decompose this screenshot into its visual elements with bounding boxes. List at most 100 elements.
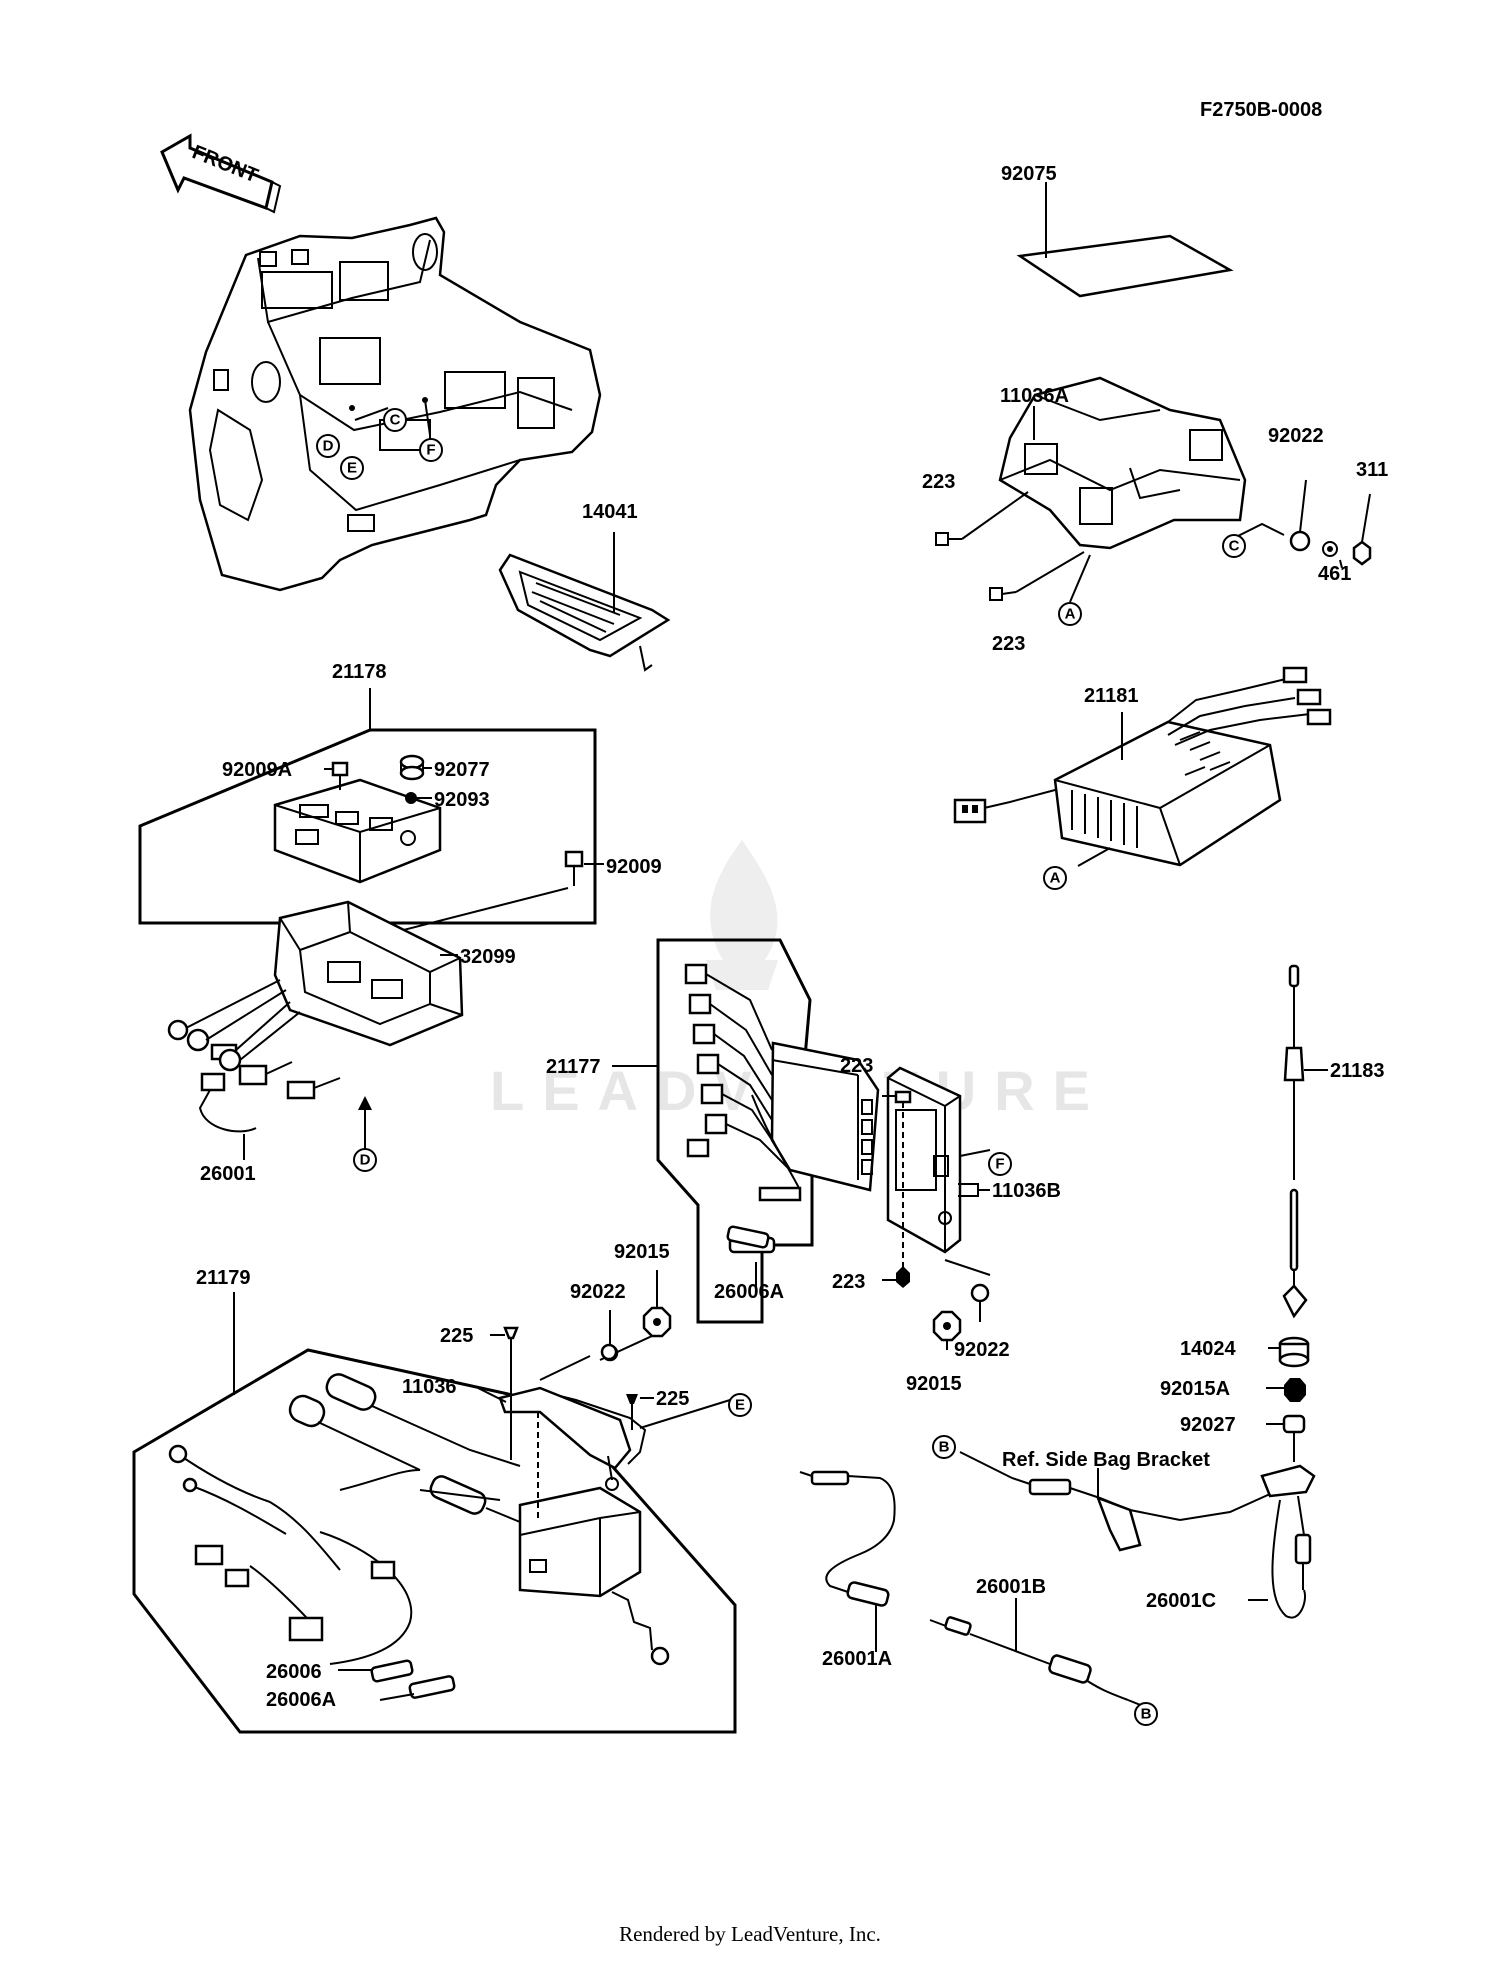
label-92015-lower: 92015 <box>906 1373 962 1395</box>
screw-223-bottom-part <box>989 551 1085 601</box>
washer-92022-mid-part <box>970 1283 990 1303</box>
fuse-block-21177-part <box>684 963 880 1202</box>
fuse-26006-part <box>370 1659 414 1683</box>
svg-text:D: D <box>323 438 334 455</box>
svg-text:E: E <box>735 1397 745 1414</box>
nut-311-part <box>1352 540 1372 566</box>
label-92015-upper: 92015 <box>614 1241 670 1263</box>
label-92009a: 92009A <box>222 759 292 781</box>
front-arrow-icon: FRONT <box>160 133 282 214</box>
cable-26001a-part <box>799 1470 896 1607</box>
label-26001: 26001 <box>200 1163 256 1185</box>
label-26001a: 26001A <box>822 1648 892 1670</box>
harness-21179-part <box>168 1373 670 1666</box>
label-225-right: 225 <box>656 1388 689 1410</box>
label-ref-side-bag: Ref. Side Bag Bracket <box>1002 1449 1210 1471</box>
label-11036: 11036 <box>402 1376 457 1398</box>
marker-d-fairing: D <box>316 434 340 458</box>
kit-21177-outline <box>656 938 814 1324</box>
radio-unit-21181-part <box>953 666 1332 867</box>
label-92077: 92077 <box>434 759 490 781</box>
marker-c-bracket: C <box>1222 534 1246 558</box>
marker-a-unit: A <box>1043 866 1067 890</box>
label-21177: 21177 <box>546 1056 601 1078</box>
label-225-left: 225 <box>440 1325 473 1347</box>
svg-text:E: E <box>347 460 357 477</box>
grommet-92093-part <box>405 792 417 804</box>
label-21178: 21178 <box>332 661 387 683</box>
marker-f-fairing: F <box>419 438 443 462</box>
screw-223-mid-bottom-part <box>896 1266 910 1288</box>
label-26006: 26006 <box>266 1661 322 1683</box>
pad-92075-part <box>1016 234 1234 298</box>
marker-b-side-bag: B <box>932 1435 956 1459</box>
label-21181: 21181 <box>1084 685 1139 707</box>
bracket-11036-part <box>498 1386 647 1491</box>
svg-text:C: C <box>390 412 401 429</box>
label-21179: 21179 <box>196 1267 251 1289</box>
bracket-11036b-part <box>886 1066 962 1254</box>
switch-box-21178-part <box>273 778 442 884</box>
marker-d-tray: D <box>353 1148 377 1172</box>
cable-26001c-part <box>1179 1464 1316 1619</box>
flame-watermark-icon <box>706 840 778 990</box>
washer-92022-part <box>1289 530 1311 552</box>
label-223-upper: 223 <box>922 471 955 493</box>
label-92009: 92009 <box>606 856 662 878</box>
label-26006a-lower: 26006A <box>266 1689 336 1711</box>
screw-223-top-part <box>935 491 1029 546</box>
svg-text:A: A <box>1065 606 1076 623</box>
label-26001c: 26001C <box>1146 1590 1216 1612</box>
label-92015a: 92015A <box>1160 1378 1230 1400</box>
label-26006a-mid: 26006A <box>714 1281 784 1303</box>
marker-e-fairing: E <box>340 456 364 480</box>
screw-225-left-part <box>503 1326 519 1340</box>
label-223-mid-bottom: 223 <box>832 1271 865 1293</box>
footer-credit: Rendered by LeadVenture, Inc. <box>619 1922 881 1946</box>
connectors-32099-part <box>167 979 341 1100</box>
label-26001b: 26001B <box>976 1576 1046 1598</box>
inner-fairing-part <box>188 216 602 592</box>
tray-32099-part <box>273 900 464 1047</box>
svg-text:D: D <box>360 1152 371 1169</box>
nut-14024-part <box>1278 1336 1310 1368</box>
cable-26001b-part <box>929 1616 1149 1709</box>
cable-side-bag-part <box>959 1451 1181 1552</box>
marker-a-bracket: A <box>1058 602 1082 626</box>
label-223-mid-top: 223 <box>840 1055 873 1077</box>
label-14024: 14024 <box>1180 1338 1236 1360</box>
cap-92027-part <box>1282 1414 1306 1434</box>
svg-text:B: B <box>1141 1706 1152 1723</box>
antenna-21183-part <box>1282 964 1308 1319</box>
marker-f-fuse: F <box>988 1152 1012 1176</box>
label-92075: 92075 <box>1001 163 1057 185</box>
label-92022-right: 92022 <box>954 1339 1010 1361</box>
fuse-26006a-part <box>726 1225 770 1249</box>
svg-text:F: F <box>995 1156 1004 1173</box>
label-11036a: 11036A <box>1000 385 1069 407</box>
screw-225-right-part <box>626 1394 638 1404</box>
kit-21179-outline <box>132 1348 737 1734</box>
label-92022-mid: 92022 <box>570 1281 626 1303</box>
front-arrow-label: FRONT <box>189 141 261 187</box>
marker-b-26001b: B <box>1134 1702 1158 1726</box>
bracket-11036a-part <box>998 376 1247 550</box>
screw-92009-part <box>564 850 584 886</box>
label-92022-upper: 92022 <box>1268 425 1324 447</box>
svg-text:A: A <box>1050 870 1061 887</box>
label-311: 311 <box>1356 459 1388 481</box>
label-92093: 92093 <box>434 789 490 811</box>
cap-92077-part <box>399 754 425 781</box>
svg-text:C: C <box>1229 538 1240 555</box>
label-11036b: 11036B <box>992 1180 1061 1202</box>
marker-e-harness: E <box>728 1393 752 1417</box>
label-223-lower: 223 <box>992 633 1025 655</box>
label-14041: 14041 <box>582 501 638 523</box>
nut-92015a-part <box>1284 1378 1306 1402</box>
label-32099: 32099 <box>460 946 516 968</box>
label-92027: 92027 <box>1180 1414 1236 1436</box>
marker-c-fairing: C <box>383 408 407 432</box>
fuse-26006a-lower-part <box>408 1675 456 1699</box>
svg-text:F: F <box>426 442 435 459</box>
